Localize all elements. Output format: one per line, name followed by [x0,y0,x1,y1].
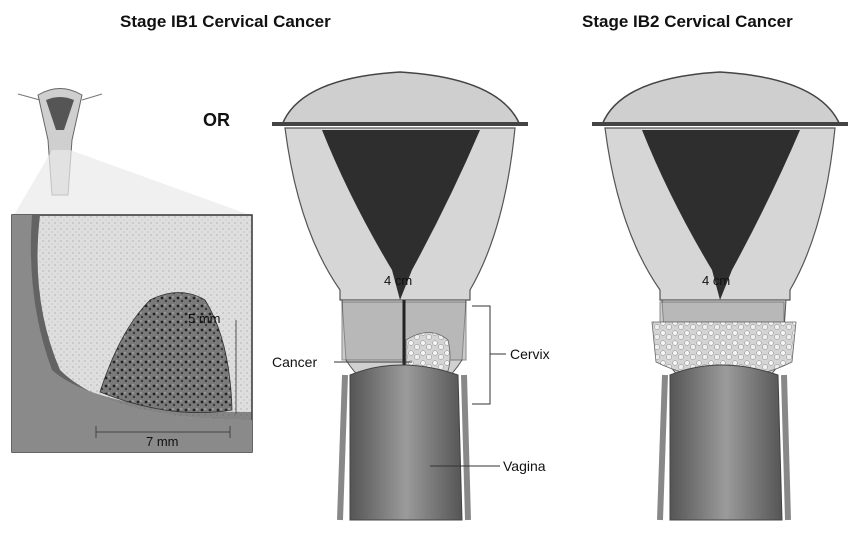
inset-depth-label: 5 mm [188,311,221,326]
cancer-label: Cancer [272,354,317,370]
ib1-size-label: 4 cm [384,273,412,288]
ib2-size-label: 4 cm [702,273,730,288]
vagina-label: Vagina [503,458,546,474]
reference-uterus-thumbnail [14,89,250,216]
uterus-stage-ib2 [592,72,848,520]
inset-width-label: 7 mm [146,434,179,449]
cervix-label: Cervix [510,346,550,362]
uterus-stage-ib1 [272,72,528,520]
zoomed-inset [12,215,252,452]
